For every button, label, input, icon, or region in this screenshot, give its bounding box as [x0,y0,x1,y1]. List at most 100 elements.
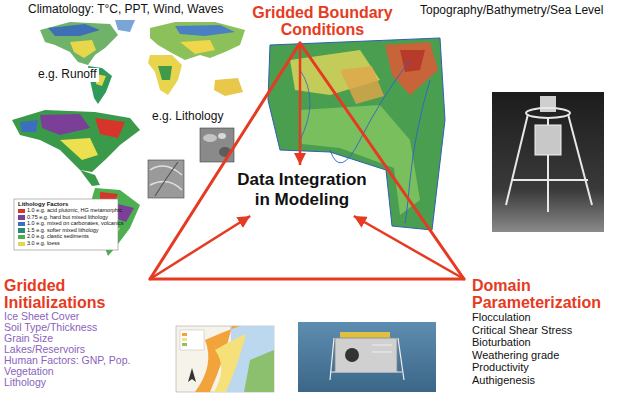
map-frame [176,326,274,392]
map-patch [158,66,172,80]
photo-frame [492,92,604,232]
list-item: Ice Sheet Cover [4,311,140,322]
list-item: Bioturbation [472,336,614,349]
flow-arrow [150,216,250,279]
list-item: Productivity [472,361,614,374]
river [300,70,310,140]
sem-fibre [155,162,178,196]
sem-grain [203,134,217,142]
list-item: Human Factors: GNP, Pop. [4,355,140,366]
legend-swatch [18,215,25,220]
map-legend-swatch [182,338,187,341]
legend-swatch [18,235,25,240]
legend-text: 1.0 e.g. mixed on carbonates, volcanics [27,221,124,227]
legend-row: 2.0 e.g. clastic sediments [18,234,89,240]
north-america [40,22,118,65]
map-caption: Topography/Bathymetry/Sea Level [420,4,603,18]
coastal-map [176,326,274,392]
map-legend-swatch [182,333,187,336]
flow-arrow [299,43,302,165]
north-arrow [188,368,196,382]
tripod-leg [506,114,592,212]
rov-body [335,338,397,372]
legend-swatch [18,242,25,247]
corner-heading: Domain Parameterization [472,277,614,311]
legend-row: 0.75 e.g. hard but mixed lithology [18,215,108,221]
lithology-patch [40,114,90,135]
legend-swatch [18,228,25,233]
map-patch [180,40,215,54]
triangle-side [150,43,300,279]
north-america [12,110,140,172]
shelf-zone [214,334,246,392]
list-item: Authigenesis [472,374,614,387]
legend-row: 1.5 e.g. softer mixed lithology [18,228,99,234]
legend-text: 1.5 e.g. softer mixed lithology [27,228,99,234]
legend-title: Lithology Factors [18,201,68,208]
sem-photo [148,128,234,198]
map-legend-swatch [182,343,187,346]
legend-text: 1.0 e.g. acid plutonic, HG metamorphic [27,208,122,214]
legend-row: 3.0 e.g. loess [18,241,60,247]
legend-text: 0.75 e.g. hard but mixed lithology [27,215,108,221]
africa [148,55,182,95]
central-america [80,170,100,186]
photo-frame [298,322,436,392]
map-legend-box [180,330,204,350]
list-item: Weathering grade [472,349,614,362]
corner-heading: Gridded Boundary Conditions [242,4,403,38]
center-title: Data Integration in Modeling [230,170,374,210]
tripod-instrument [535,125,561,155]
rov-photo [298,322,436,392]
map-note: e.g. Runoff [36,68,99,82]
map-patch [48,24,100,36]
river [330,60,410,163]
list-item: Soil Type/Thickness [4,322,140,333]
map-caption: Climatology: T°C, PPT, Wind, Waves [28,3,224,17]
world-map [40,20,245,104]
australia [214,78,243,96]
tripod-photo [492,92,604,232]
triangle-side [150,278,464,281]
corner-node: Gridded InitializationsIce Sheet CoverSo… [2,275,142,390]
corner-node: Gridded Boundary Conditions [240,2,405,40]
lithology-patch [95,118,125,138]
legend-swatch [18,209,25,214]
map-patch [70,40,96,58]
rov-top [340,332,390,338]
greenland [115,20,135,32]
lithology-map [12,110,140,256]
triangle-side [300,43,464,279]
map-note: e.g. Lithology [150,110,225,124]
sem-photo-frame [148,160,184,198]
topography-patch [385,42,438,95]
corner-heading: Gridded Initializations [4,277,140,311]
rov-frame [330,338,404,380]
flow-arrow [354,216,464,279]
sem-grain [218,133,226,139]
list-item: Vegetation [4,366,140,377]
rov-lens [345,348,359,362]
legend-row: 1.0 e.g. acid plutonic, HG metamorphic [18,208,122,214]
list-item: Flocculation [472,311,614,324]
topography-patch [340,66,384,104]
list-item: Lithology [4,377,140,388]
list-item: Lakes/Reservoirs [4,344,140,355]
corner-node: Domain ParameterizationFlocculationCriti… [470,275,616,388]
land-zone [244,350,274,392]
tripod-ring [526,108,570,118]
legend-text: 3.0 e.g. loess [27,241,60,247]
lithology-patch [20,120,38,132]
legend-row: 1.0 e.g. mixed on carbonates, volcanics [18,221,124,227]
list-item: Grain Size [4,333,140,344]
map-patch [175,25,235,36]
legend-text: 2.0 e.g. clastic sediments [27,234,89,240]
list-item: Critical Shear Stress [472,324,614,337]
eurasia [150,22,245,60]
center-node: Data Integration in Modeling [228,168,376,212]
legend-swatch [18,222,25,227]
tripod-cylinder [540,96,556,112]
sem-fibre [150,166,182,190]
lithology-patch [60,138,98,160]
